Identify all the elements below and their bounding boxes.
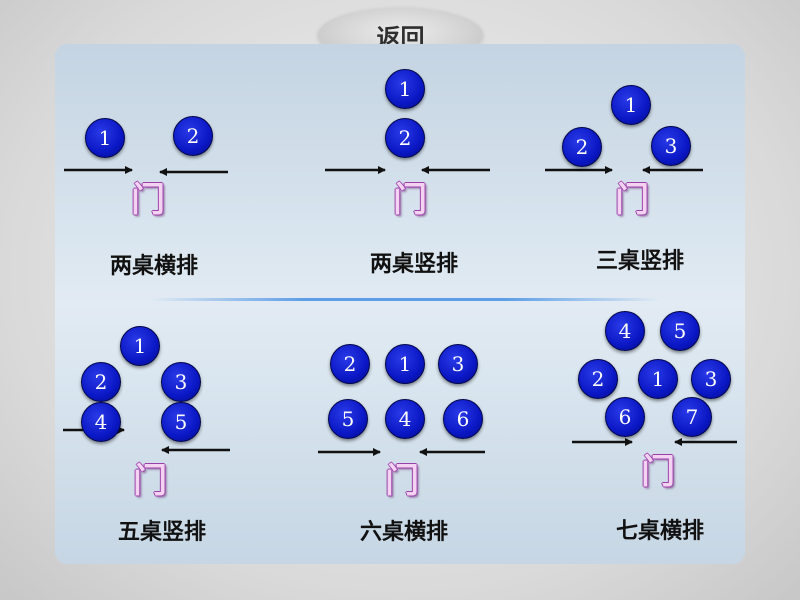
table-2: 2 <box>173 116 213 156</box>
layout-caption: 七桌横排 <box>615 519 704 544</box>
table-4: 4 <box>605 311 645 351</box>
table-3: 3 <box>691 359 731 399</box>
layout-caption: 六桌横排 <box>359 520 448 545</box>
table-1: 1 <box>611 85 651 125</box>
door-label: 门 <box>393 180 427 220</box>
table-1: 1 <box>385 69 425 109</box>
table-3: 3 <box>438 344 478 384</box>
table-1: 1 <box>120 326 160 366</box>
table-2: 2 <box>385 118 425 158</box>
layout-caption: 五桌竖排 <box>117 520 206 545</box>
layout-caption: 两桌横排 <box>109 254 198 279</box>
layout-caption: 三桌竖排 <box>595 249 684 274</box>
table-1: 1 <box>85 118 125 158</box>
section-divider <box>150 298 660 301</box>
door-label: 门 <box>385 461 419 501</box>
table-3: 3 <box>161 362 201 402</box>
table-4: 4 <box>81 402 121 442</box>
table-5: 5 <box>328 399 368 439</box>
table-4: 4 <box>385 399 425 439</box>
table-2: 2 <box>81 362 121 402</box>
table-1: 1 <box>638 359 678 399</box>
table-5: 5 <box>161 402 201 442</box>
table-2: 2 <box>562 127 602 167</box>
door-label: 门 <box>133 461 167 501</box>
table-3: 3 <box>651 126 691 166</box>
door-label: 门 <box>131 180 165 220</box>
layout-caption: 两桌竖排 <box>369 252 458 277</box>
table-2: 2 <box>578 359 618 399</box>
table-1: 1 <box>385 344 425 384</box>
table-2: 2 <box>330 344 370 384</box>
table-7: 7 <box>672 397 712 437</box>
door-label: 门 <box>641 452 675 492</box>
door-label: 门 <box>615 180 649 220</box>
table-5: 5 <box>660 311 700 351</box>
table-6: 6 <box>605 397 645 437</box>
table-6: 6 <box>443 399 483 439</box>
